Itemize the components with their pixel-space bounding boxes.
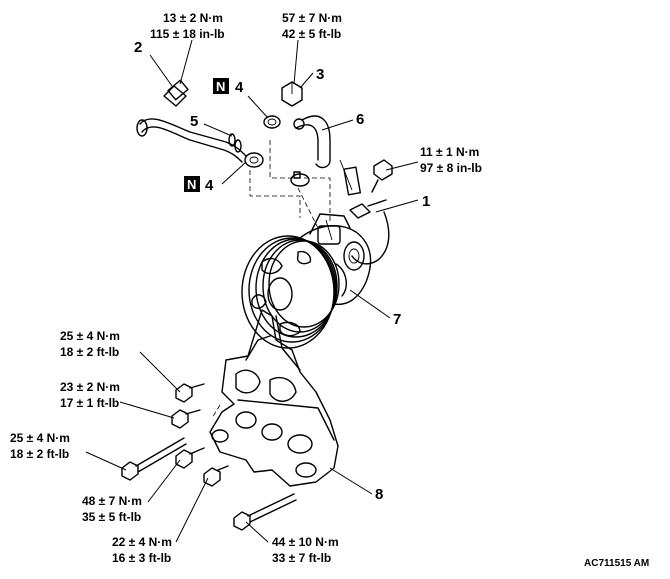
torque-imperial: 33 ± 7 ft-lb [272, 551, 331, 565]
torque-spec-bracket-f: 44 ± 10 N·m 33 ± 7 ft-lb [272, 535, 339, 565]
bracket-bolt-c [121, 437, 187, 481]
torque-metric: 25 ± 4 N·m [60, 329, 120, 343]
bracket-bolt-e [203, 465, 229, 487]
sensor-connector-1 [339, 159, 390, 265]
torque-spec-bracket-b: 23 ± 2 N·m 17 ± 1 ft-lb [60, 380, 120, 410]
svg-text:N: N [187, 177, 196, 192]
figure-reference-code: AC711515 AM [584, 558, 649, 569]
torque-metric: 48 ± 7 N·m [82, 494, 142, 508]
union-bolt-3 [281, 81, 303, 107]
bracket-bolt-d [175, 447, 205, 469]
torque-metric: 23 ± 2 N·m [60, 380, 120, 394]
torque-imperial: 17 ± 1 ft-lb [60, 396, 119, 410]
gasket-4-lower [244, 152, 264, 168]
callout-8: 8 [375, 486, 383, 503]
torque-imperial: 18 ± 2 ft-lb [60, 345, 119, 359]
torque-imperial: 97 ± 8 in-lb [420, 161, 482, 175]
bracket-8 [209, 309, 339, 487]
torque-metric: 25 ± 4 N·m [10, 431, 70, 445]
torque-imperial: 35 ± 5 ft-lb [82, 510, 141, 524]
torque-metric: 57 ± 7 N·m [282, 11, 342, 25]
bolt-1 [371, 159, 393, 193]
callout-7: 7 [393, 311, 401, 328]
bracket-bolt-f [233, 493, 297, 531]
torque-spec-bolt-2: 13 ± 2 N·m 115 ± 18 in-lb [150, 11, 225, 41]
torque-metric: 22 ± 4 N·m [112, 535, 172, 549]
torque-spec-bolt-3: 57 ± 7 N·m 42 ± 5 ft-lb [282, 11, 342, 41]
callout-6: 6 [356, 111, 364, 128]
leader-lines [85, 39, 419, 543]
torque-imperial: 16 ± 3 ft-lb [112, 551, 171, 565]
torque-spec-bracket-d: 48 ± 7 N·m 35 ± 5 ft-lb [82, 494, 142, 524]
torque-imperial: 18 ± 2 ft-lb [10, 447, 69, 461]
gasket-4-upper [263, 115, 281, 129]
svg-text:N: N [216, 79, 225, 94]
suction-hose-6 [293, 115, 331, 169]
torque-metric: 44 ± 10 N·m [272, 535, 339, 549]
torque-imperial: 42 ± 5 ft-lb [282, 27, 341, 41]
torque-metric: 11 ± 1 N·m [420, 145, 479, 159]
callout-3: 3 [316, 66, 324, 83]
callout-2: 2 [134, 39, 142, 56]
oil-pump-7 [241, 213, 372, 349]
n-box-icon: N [184, 176, 200, 192]
hose-clamp [290, 171, 310, 187]
alignment-lines [211, 140, 331, 419]
pressure-hose-5 [136, 118, 247, 163]
callout-4: 4 [235, 79, 244, 96]
callout-5: 5 [190, 113, 198, 130]
bracket-bolt-a [175, 383, 205, 403]
torque-spec-bracket-a: 25 ± 4 N·m 18 ± 2 ft-lb [60, 329, 120, 359]
bolt-2 [163, 79, 189, 107]
n-box-icon: N [213, 78, 229, 94]
torque-spec-bracket-c: 25 ± 4 N·m 18 ± 2 ft-lb [10, 431, 70, 461]
bracket-bolt-b [171, 409, 201, 429]
torque-spec-bolt-1: 11 ± 1 N·m 97 ± 8 in-lb [420, 145, 482, 175]
torque-spec-bracket-e: 22 ± 4 N·m 16 ± 3 ft-lb [112, 535, 172, 565]
torque-imperial: 115 ± 18 in-lb [150, 27, 225, 41]
callout-1: 1 [422, 193, 430, 210]
callout-4: 4 [205, 177, 214, 194]
torque-metric: 13 ± 2 N·m [163, 11, 223, 25]
